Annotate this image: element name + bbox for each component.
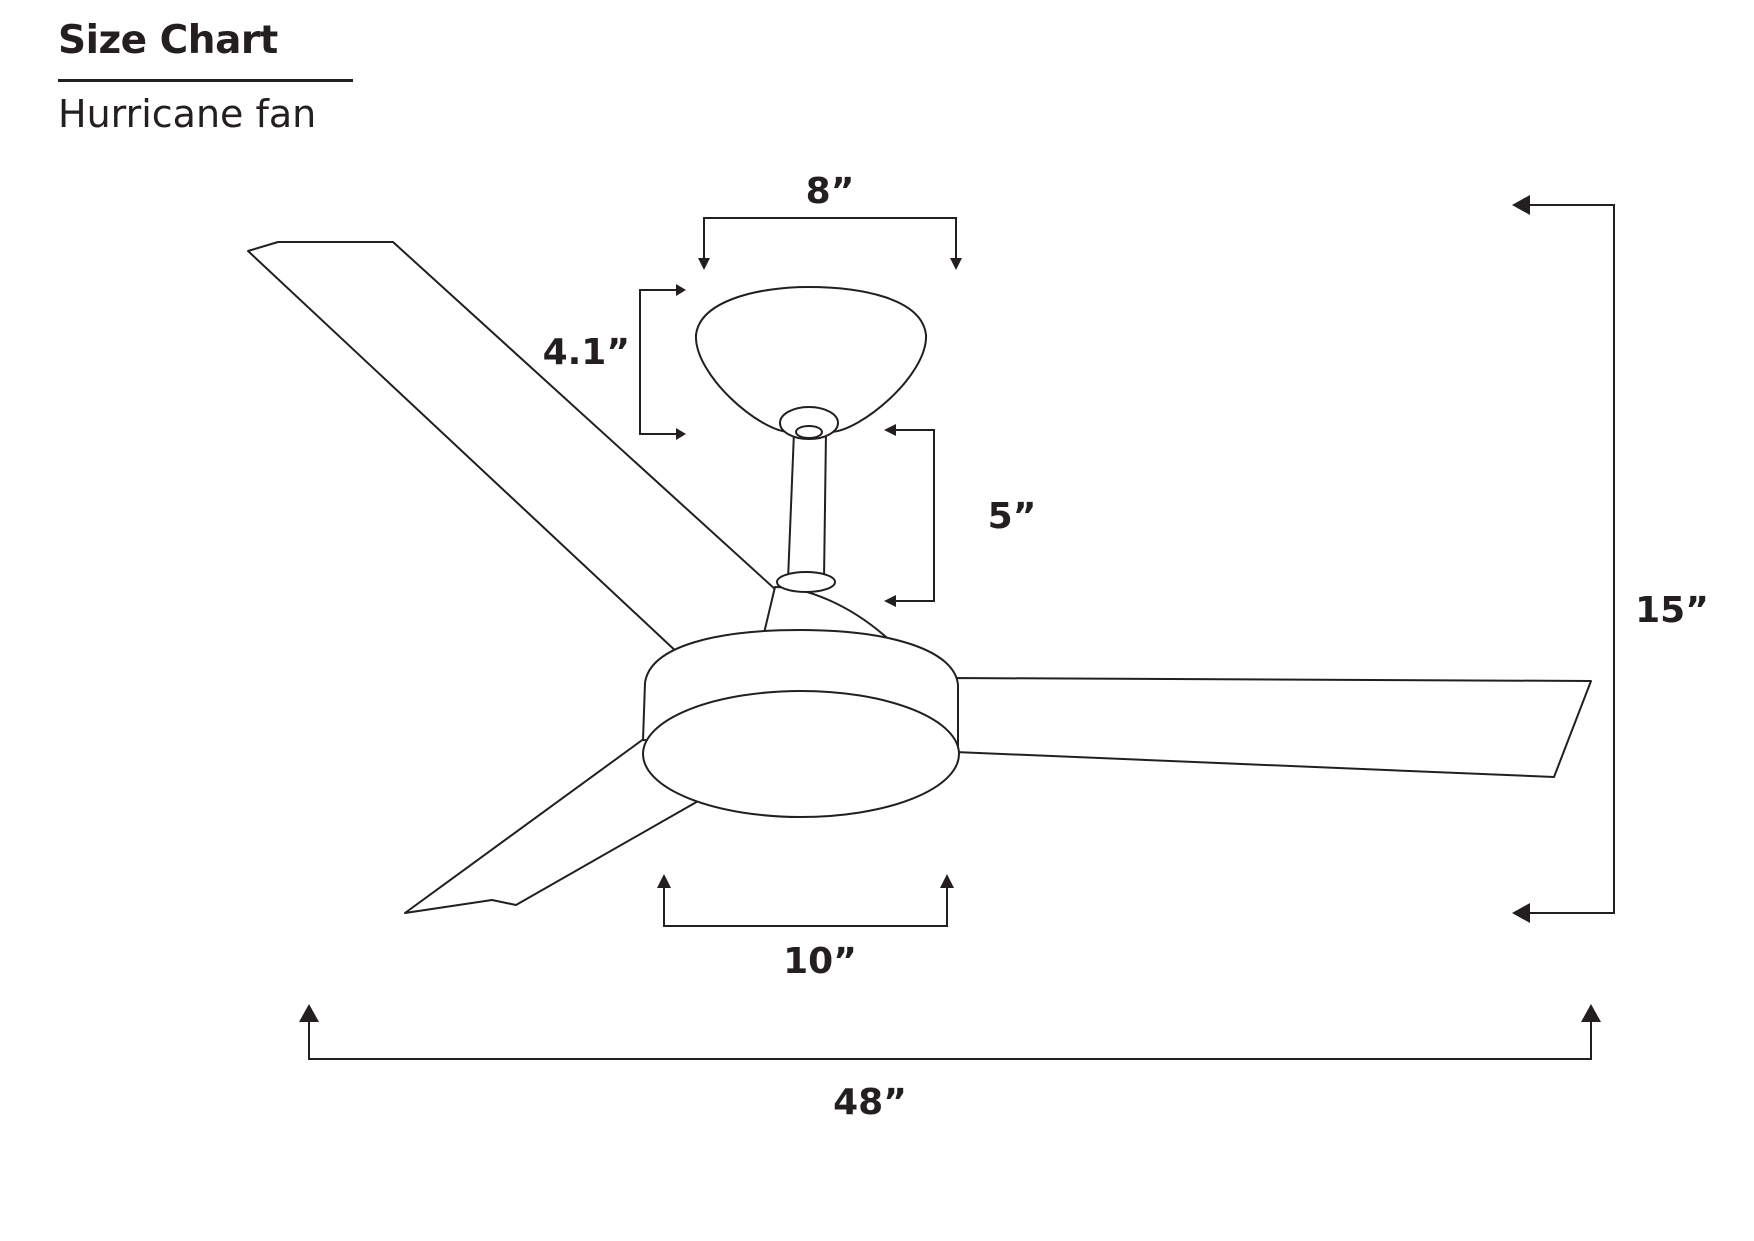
canopy-width-arrow-left — [698, 258, 710, 270]
canopy-height-label: 4.1” — [543, 332, 630, 373]
blade-span-label: 48” — [833, 1082, 907, 1123]
blade-upper-left — [247, 241, 821, 656]
canopy-height-arrow-top — [676, 284, 686, 296]
total-height-arrow-bottom — [1512, 903, 1530, 923]
light-kit-label: 10” — [783, 941, 857, 982]
canopy-width-bracket — [703, 217, 957, 262]
light-kit-arrow-left — [657, 874, 671, 888]
canopy-collar-inner — [795, 425, 823, 439]
blade-span-bracket — [308, 1020, 1592, 1060]
canopy-width-label: 8” — [806, 171, 855, 212]
light-kit — [642, 690, 960, 818]
total-height-label: 15” — [1635, 590, 1709, 631]
blade-span-arrow-right — [1581, 1004, 1601, 1022]
canopy-height-arrow-bottom — [676, 428, 686, 440]
light-kit-arrow-right — [940, 874, 954, 888]
downrod-arrow-top — [884, 424, 896, 436]
canopy-height-bracket — [639, 289, 680, 435]
canopy-width-arrow-right — [950, 258, 962, 270]
light-kit-bracket — [663, 884, 948, 927]
title-divider — [58, 79, 353, 82]
downrod-label: 5” — [988, 496, 1037, 537]
total-height-arrow-top — [1512, 195, 1530, 215]
downrod-arrow-bottom — [884, 595, 896, 607]
blade-span-arrow-left — [299, 1004, 319, 1022]
downrod-collar — [776, 571, 836, 593]
product-name: Hurricane fan — [58, 92, 317, 136]
downrod-bracket — [890, 429, 935, 602]
page-title: Size Chart — [58, 18, 278, 63]
downrod — [787, 431, 827, 581]
blade-right — [949, 677, 1592, 778]
total-height-bracket — [1528, 204, 1615, 914]
